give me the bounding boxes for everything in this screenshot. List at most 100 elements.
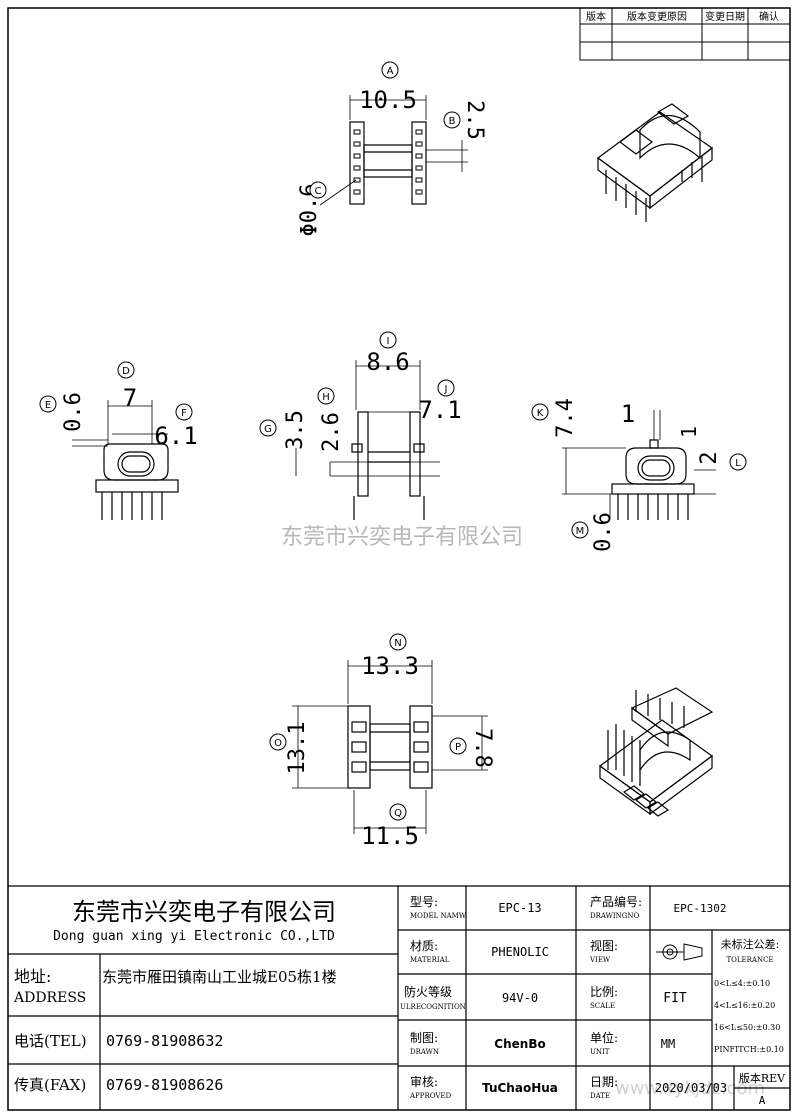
callout-C: C [315, 186, 322, 197]
tolerance-4: PINFITCH:±0.10 [714, 1045, 784, 1054]
address-value: 东莞市雁田镇南山工业城E05栋1楼 [102, 968, 337, 986]
tolerance-2: 4<L≤16:±0.20 [714, 1001, 775, 1010]
scale-label-cn: 比例: [590, 985, 618, 999]
dim-D: 7 [123, 384, 137, 412]
dim-L: 2 [697, 451, 722, 464]
dim-F: 6.1 [154, 422, 197, 450]
watermark: 东莞市兴奕电子有限公司 [281, 525, 523, 550]
dim-N: 13.3 [361, 652, 419, 680]
tolerance-1: 0<L≤4:±0.10 [714, 979, 770, 988]
title-block-grid [8, 885, 790, 1110]
fax-label: 传真(FAX) [14, 1076, 86, 1094]
watermark-url: www.xykjdz.com [615, 1078, 765, 1099]
drawn-label-cn: 制图: [410, 1031, 438, 1045]
projection-symbol-icon [656, 943, 703, 961]
sheet-border [7, 7, 791, 1111]
callout-N: N [394, 638, 401, 649]
rev-header-reason: 版本变更原因 [627, 10, 687, 23]
right-view [562, 410, 716, 520]
dim-one: 1 [621, 400, 635, 428]
tel-label: 电话(TEL) [14, 1032, 87, 1050]
fire-label-cn: 防火等级 [404, 984, 452, 999]
approved-label-en: APPROVED [409, 1092, 452, 1100]
material-label-cn: 材质: [410, 939, 438, 953]
rev-header-confirm: 确认 [759, 10, 779, 23]
drawing-label-en: DRAWINGNO [590, 912, 639, 920]
fire-label-en: ULRECOGNITION [400, 1003, 466, 1011]
approved-label-cn: 审核: [410, 1074, 438, 1089]
tolerance-3: 16<L≤50:±0.30 [714, 1023, 780, 1032]
callout-G: G [264, 424, 272, 435]
rev-header-date: 变更日期 [705, 10, 745, 23]
dim-M: 0.6 [591, 512, 616, 552]
iso-view-top [596, 103, 714, 222]
callout-J: J [444, 384, 448, 395]
scale-value: FIT [663, 991, 687, 1006]
dim-P: 7.8 [470, 728, 495, 768]
dim-H: 2.6 [319, 412, 344, 452]
date-value: 2020/03/03 [655, 1081, 727, 1095]
model-value: EPC-13 [498, 901, 541, 915]
dim-A: 10.5 [359, 86, 417, 114]
tel-value: 0769-81908632 [106, 1032, 223, 1050]
drawn-label-en: DRAWN [410, 1048, 439, 1056]
rev-value: A [759, 1094, 766, 1107]
scale-label-en: SCALE [590, 1002, 615, 1010]
unit-value: MM [661, 1037, 675, 1051]
material-value: PHENOLIC [491, 945, 549, 959]
drawing-label-cn: 产品编号: [590, 894, 642, 909]
callout-A: A [387, 66, 394, 77]
callout-P: P [455, 742, 461, 753]
date-label-en: DATE [590, 1092, 610, 1100]
callout-O: O [274, 738, 282, 749]
dim-E: 0.6 [61, 392, 86, 432]
rev-header-version: 版本 [586, 10, 606, 23]
callout-F: F [181, 408, 187, 419]
view-label-cn: 视图: [590, 938, 618, 953]
callout-I: I [387, 336, 390, 347]
dim-B: 2.5 [462, 100, 487, 140]
view-label-en: VIEW [589, 956, 611, 964]
callout-L: L [735, 458, 741, 469]
drawing-value: EPC-1302 [674, 902, 727, 915]
tolerance-label-cn: 未标注公差: [721, 937, 780, 951]
dim-one2: 1 [677, 426, 701, 438]
fire-value: 94V-0 [502, 991, 538, 1005]
callout-D: D [122, 366, 130, 377]
tolerance-label-en: TOLERANCE [726, 956, 773, 964]
company-name-en: Dong guan xing yi Electronic CO.,LTD [53, 929, 335, 944]
revision-table [579, 7, 791, 61]
dim-O: 13.1 [285, 722, 310, 775]
callout-H: H [322, 392, 330, 403]
callouts [39, 61, 747, 821]
callout-B: B [449, 116, 456, 127]
side-view [295, 360, 440, 520]
callout-Q: Q [394, 808, 402, 819]
dim-K: 7.4 [553, 398, 578, 438]
bottom-view [292, 660, 488, 834]
callout-M: M [576, 526, 585, 537]
unit-label-en: UNIT [590, 1048, 610, 1056]
callout-E: E [45, 400, 51, 411]
callout-K: K [537, 408, 544, 419]
front-view [72, 400, 179, 520]
dim-I: 8.6 [366, 348, 409, 376]
drawn-value: ChenBo [494, 1037, 545, 1051]
dim-G: 3.5 [283, 410, 308, 450]
material-label-en: MATERIAL [410, 956, 450, 964]
unit-label-cn: 单位: [590, 1030, 618, 1045]
approved-value: TuChaoHua [482, 1081, 558, 1095]
iso-view-bottom [598, 687, 714, 817]
top-view [319, 95, 468, 206]
address-label-en: ADDRESS [13, 990, 86, 1006]
company-name-cn: 东莞市兴奕电子有限公司 [72, 898, 336, 926]
rev-label: 版本REV [739, 1071, 786, 1085]
model-label-en: MODEL NAMW [410, 912, 467, 920]
fax-value: 0769-81908626 [106, 1076, 223, 1094]
address-label-cn: 地址: [14, 967, 51, 986]
date-label-cn: 日期: [590, 1075, 618, 1089]
dim-J: 7.1 [418, 396, 461, 424]
dim-Q: 11.5 [361, 822, 419, 850]
model-label-cn: 型号: [410, 895, 438, 909]
